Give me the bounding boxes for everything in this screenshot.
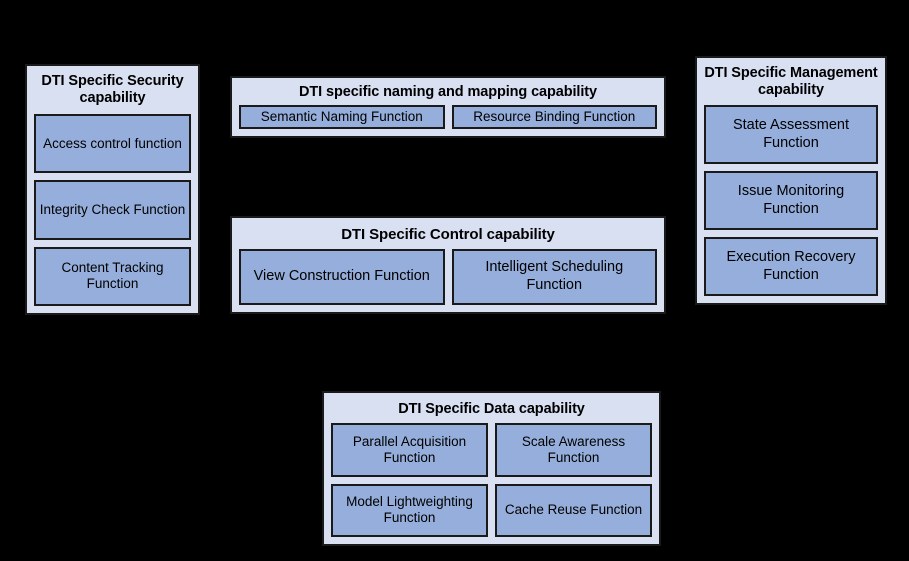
function-row: State Assessment Function <box>704 105 878 165</box>
function-row: Parallel Acquisition Function Scale Awar… <box>331 423 652 477</box>
function-row: Issue Monitoring Function <box>704 171 878 231</box>
panel-title-data: DTI Specific Data capability <box>398 401 585 417</box>
function-row: Content Tracking Function <box>34 246 191 307</box>
function-box-semantic-naming[interactable]: Semantic Naming Function <box>239 105 445 130</box>
function-grid-data: Parallel Acquisition Function Scale Awar… <box>331 423 652 538</box>
function-box-cache-reuse[interactable]: Cache Reuse Function <box>495 483 652 538</box>
panel-control-capability: DTI Specific Control capability View Con… <box>230 216 666 314</box>
function-box-integrity-check[interactable]: Integrity Check Function <box>34 180 191 240</box>
function-box-execution-recovery[interactable]: Execution Recovery Function <box>704 237 878 296</box>
function-box-intelligent-scheduling[interactable]: Intelligent Scheduling Function <box>451 248 657 305</box>
function-box-view-construction[interactable]: View Construction Function <box>239 248 445 305</box>
function-grid-naming: Semantic Naming Function Resource Bindin… <box>239 105 657 130</box>
function-box-access-control[interactable]: Access control function <box>34 114 191 174</box>
function-box-resource-binding[interactable]: Resource Binding Function <box>451 105 657 130</box>
function-row: Execution Recovery Function <box>704 237 878 296</box>
panel-title-naming: DTI specific naming and mapping capabili… <box>299 84 597 100</box>
panel-title-management: DTI Specific Management capability <box>704 65 878 99</box>
function-row: Integrity Check Function <box>34 180 191 240</box>
function-box-model-lightweighting[interactable]: Model Lightweighting Function <box>331 483 488 538</box>
panel-management-capability: DTI Specific Management capability State… <box>695 56 887 305</box>
function-box-state-assessment[interactable]: State Assessment Function <box>704 105 878 165</box>
function-row: Semantic Naming Function Resource Bindin… <box>239 105 657 130</box>
panel-title-security: DTI Specific Security capability <box>41 73 184 107</box>
function-box-content-tracking[interactable]: Content Tracking Function <box>34 246 191 307</box>
function-grid-management: State Assessment Function Issue Monitori… <box>704 105 878 296</box>
function-row: Access control function <box>34 114 191 174</box>
panel-title-control: DTI Specific Control capability <box>341 226 555 243</box>
function-grid-control: View Construction Function Intelligent S… <box>239 248 657 305</box>
function-box-scale-awareness[interactable]: Scale Awareness Function <box>495 423 652 477</box>
panel-naming-and-mapping-capability: DTI specific naming and mapping capabili… <box>230 76 666 138</box>
panel-security-capability: DTI Specific Security capability Access … <box>25 64 200 315</box>
panel-data-capability: DTI Specific Data capability Parallel Ac… <box>322 391 661 546</box>
function-row: View Construction Function Intelligent S… <box>239 248 657 305</box>
function-row: Model Lightweighting Function Cache Reus… <box>331 483 652 538</box>
function-box-issue-monitoring[interactable]: Issue Monitoring Function <box>704 171 878 231</box>
function-grid-security: Access control function Integrity Check … <box>34 114 191 307</box>
function-box-parallel-acquisition[interactable]: Parallel Acquisition Function <box>331 423 488 477</box>
